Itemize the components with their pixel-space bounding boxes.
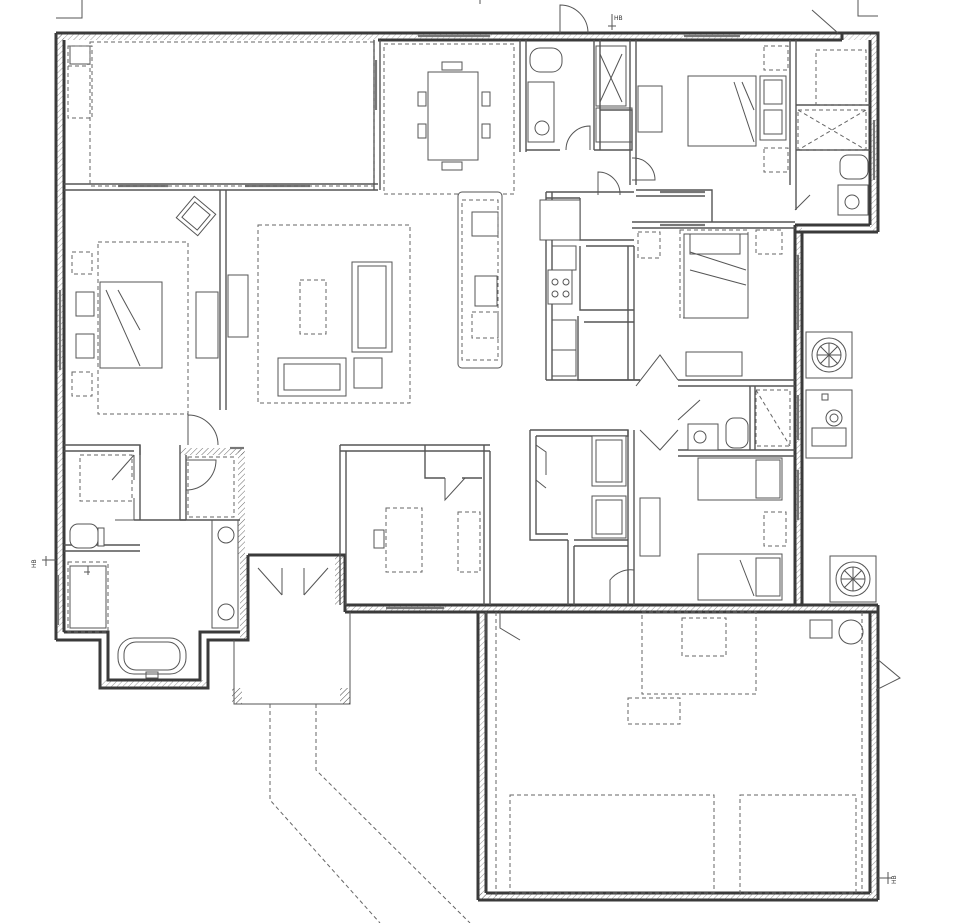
hose-bib-label: HB [31,559,38,568]
furniture [67,41,869,894]
doors [111,4,901,691]
walkways [56,0,878,923]
interior-walls [64,40,870,640]
hose-bib-label: HB [614,15,623,22]
hvac-units [805,331,877,603]
hose-bib-markers: HB HB HB [31,14,898,884]
hose-bib-label: HB [891,875,898,884]
